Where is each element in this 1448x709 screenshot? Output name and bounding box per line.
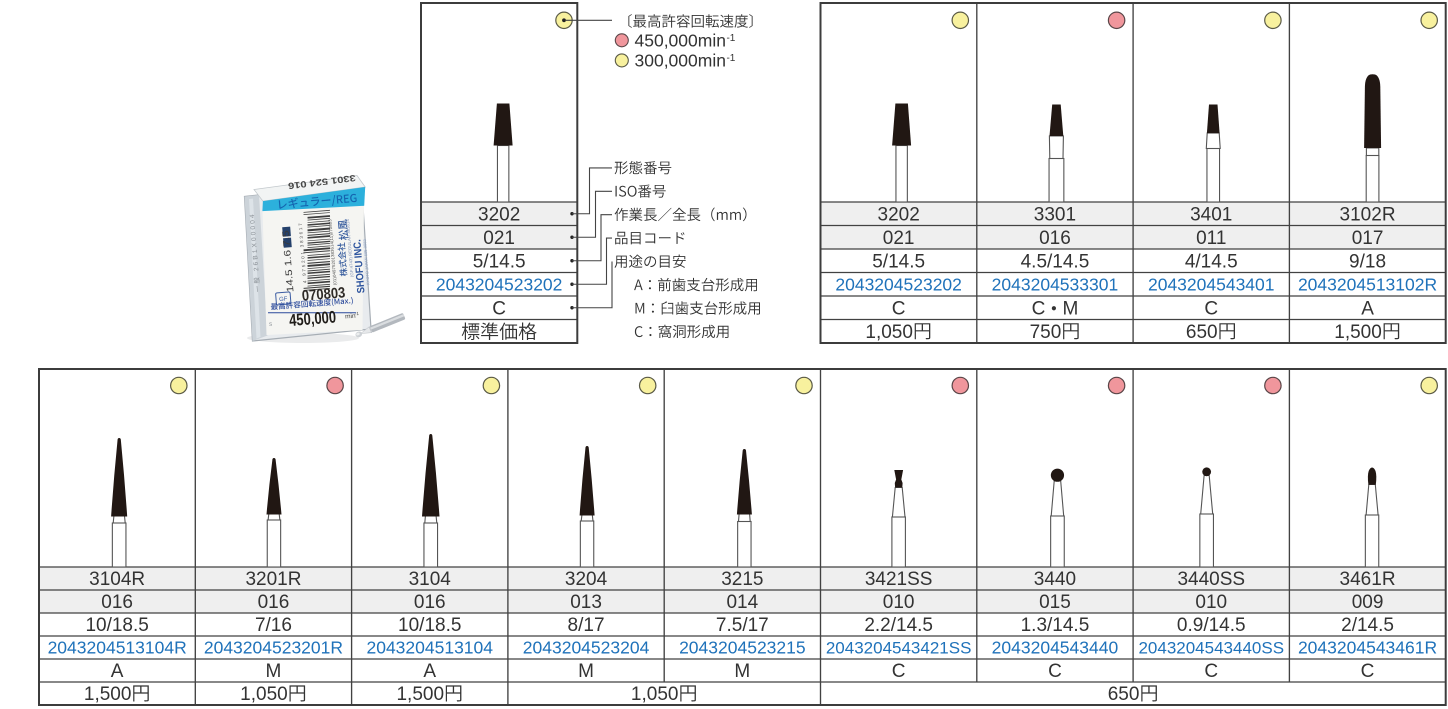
svg-text:9/18: 9/18 xyxy=(1349,251,1386,272)
svg-text:016: 016 xyxy=(258,592,290,613)
svg-text:7/16: 7/16 xyxy=(255,615,292,636)
svg-text:min: min xyxy=(345,313,356,321)
svg-text:450,000: 450,000 xyxy=(288,307,336,330)
svg-text:450,000min: 450,000min xyxy=(635,31,726,51)
svg-text:14.5 1.6 7.5: 14.5 1.6 7.5 xyxy=(281,230,297,293)
svg-text:4.5/14.5: 4.5/14.5 xyxy=(1021,251,1090,272)
svg-text:2043204513102R: 2043204513102R xyxy=(1298,274,1437,294)
svg-text:2043204543440SS: 2043204543440SS xyxy=(1138,638,1284,657)
svg-text:015: 015 xyxy=(1039,592,1071,613)
svg-text:021: 021 xyxy=(883,228,915,249)
svg-text:2043204523202: 2043204523202 xyxy=(835,274,962,294)
svg-text:3421SS: 3421SS xyxy=(865,569,933,590)
svg-text:3202: 3202 xyxy=(878,204,920,225)
svg-text:010: 010 xyxy=(883,592,915,613)
svg-text:KYOTO JAPAN 605-0983: KYOTO JAPAN 605-0983 xyxy=(362,238,371,285)
svg-text:3461R: 3461R xyxy=(1340,569,1396,590)
svg-text:3440: 3440 xyxy=(1034,569,1076,590)
svg-text:C: C xyxy=(492,298,506,319)
svg-text:021: 021 xyxy=(483,228,515,249)
svg-text:650: 650 xyxy=(1186,322,1218,343)
svg-text:C: C xyxy=(1361,661,1375,682)
svg-text:3301: 3301 xyxy=(1034,204,1076,225)
svg-text:C: C xyxy=(1032,298,1046,319)
svg-text:A: A xyxy=(423,661,436,682)
svg-text:GF: GF xyxy=(279,296,288,303)
svg-text:3201R: 3201R xyxy=(245,569,301,590)
svg-text:(GF:4743) REGULAR 383614: (GF:4743) REGULAR 383614 xyxy=(345,218,355,277)
svg-text:2043204523202: 2043204523202 xyxy=(436,274,563,294)
svg-text:2043204523201R: 2043204523201R xyxy=(204,638,343,658)
svg-text:1,500: 1,500 xyxy=(84,684,132,705)
svg-text:3215: 3215 xyxy=(721,569,763,590)
svg-text:3102R: 3102R xyxy=(1340,204,1396,225)
svg-text:-1: -1 xyxy=(726,33,735,44)
svg-text:650: 650 xyxy=(1108,684,1140,705)
svg-text:M: M xyxy=(266,661,282,682)
svg-text:M: M xyxy=(1062,298,1078,319)
svg-text:2043204513104: 2043204513104 xyxy=(366,638,493,658)
svg-text:10/18.5: 10/18.5 xyxy=(398,615,461,636)
svg-text:5/14.5: 5/14.5 xyxy=(473,251,526,272)
svg-text:1,050: 1,050 xyxy=(631,684,679,705)
svg-text:2043204543421SS: 2043204543421SS xyxy=(826,638,972,657)
svg-text:300,000min: 300,000min xyxy=(635,51,726,71)
svg-text:2043204543461R: 2043204543461R xyxy=(1298,638,1437,658)
svg-text:1,050: 1,050 xyxy=(865,322,913,343)
svg-text:750: 750 xyxy=(1030,322,1062,343)
svg-text:1,050: 1,050 xyxy=(240,684,288,705)
svg-text:2043204523215: 2043204523215 xyxy=(679,638,806,658)
svg-text:2043204523204: 2043204523204 xyxy=(523,638,650,658)
svg-text:3104: 3104 xyxy=(409,569,452,590)
svg-text:C: C xyxy=(1204,298,1218,319)
svg-text:1,500: 1,500 xyxy=(1334,322,1382,343)
svg-text:2/14.5: 2/14.5 xyxy=(1341,615,1394,636)
svg-text:C: C xyxy=(892,661,906,682)
svg-text:A: A xyxy=(111,661,124,682)
svg-text:3104R: 3104R xyxy=(89,569,145,590)
svg-text:S: S xyxy=(269,322,273,328)
svg-text:3401: 3401 xyxy=(1190,204,1232,225)
svg-text:013: 013 xyxy=(570,592,602,613)
svg-text:3440SS: 3440SS xyxy=(1177,569,1245,590)
svg-text:017: 017 xyxy=(1352,228,1384,249)
svg-text:2.2/14.5: 2.2/14.5 xyxy=(864,615,933,636)
svg-text:2043204513104R: 2043204513104R xyxy=(48,638,187,658)
svg-text:C: C xyxy=(892,298,906,319)
svg-text:016: 016 xyxy=(101,592,133,613)
svg-text:A: A xyxy=(1361,298,1374,319)
svg-text:014: 014 xyxy=(726,592,758,613)
svg-text:8/17: 8/17 xyxy=(568,615,605,636)
svg-text:4/14.5: 4/14.5 xyxy=(1185,251,1238,272)
svg-text:-1: -1 xyxy=(726,53,735,64)
svg-text:0.9/14.5: 0.9/14.5 xyxy=(1177,615,1246,636)
svg-text:M: M xyxy=(734,661,750,682)
svg-text:(01)04975201383614(11)070803: (01)04975201383614(11)070803 xyxy=(327,219,337,286)
svg-text:M: M xyxy=(578,661,594,682)
svg-text:1,500: 1,500 xyxy=(396,684,444,705)
svg-text:3204: 3204 xyxy=(565,569,608,590)
svg-text:C: C xyxy=(1048,661,1062,682)
svg-text:4 975201 383617: 4 975201 383617 xyxy=(298,223,308,284)
svg-text:009: 009 xyxy=(1352,592,1384,613)
svg-text:016: 016 xyxy=(414,592,446,613)
svg-text:1.3/14.5: 1.3/14.5 xyxy=(1021,615,1090,636)
svg-text:2043204543440: 2043204543440 xyxy=(992,638,1119,658)
svg-text:3202: 3202 xyxy=(478,204,520,225)
svg-text:011: 011 xyxy=(1196,228,1226,249)
svg-text:5/14.5: 5/14.5 xyxy=(872,251,925,272)
svg-text:SHOFU INC.: SHOFU INC. xyxy=(351,239,367,294)
svg-text:-1: -1 xyxy=(355,311,360,316)
svg-text:010: 010 xyxy=(1195,592,1227,613)
svg-text:2043204543401: 2043204543401 xyxy=(1148,274,1275,294)
svg-text:10/18.5: 10/18.5 xyxy=(85,615,148,636)
svg-text:2043204533301: 2043204533301 xyxy=(992,274,1119,294)
svg-text:C: C xyxy=(1204,661,1218,682)
svg-text:016: 016 xyxy=(1039,228,1071,249)
svg-text:7.5/17: 7.5/17 xyxy=(716,615,769,636)
